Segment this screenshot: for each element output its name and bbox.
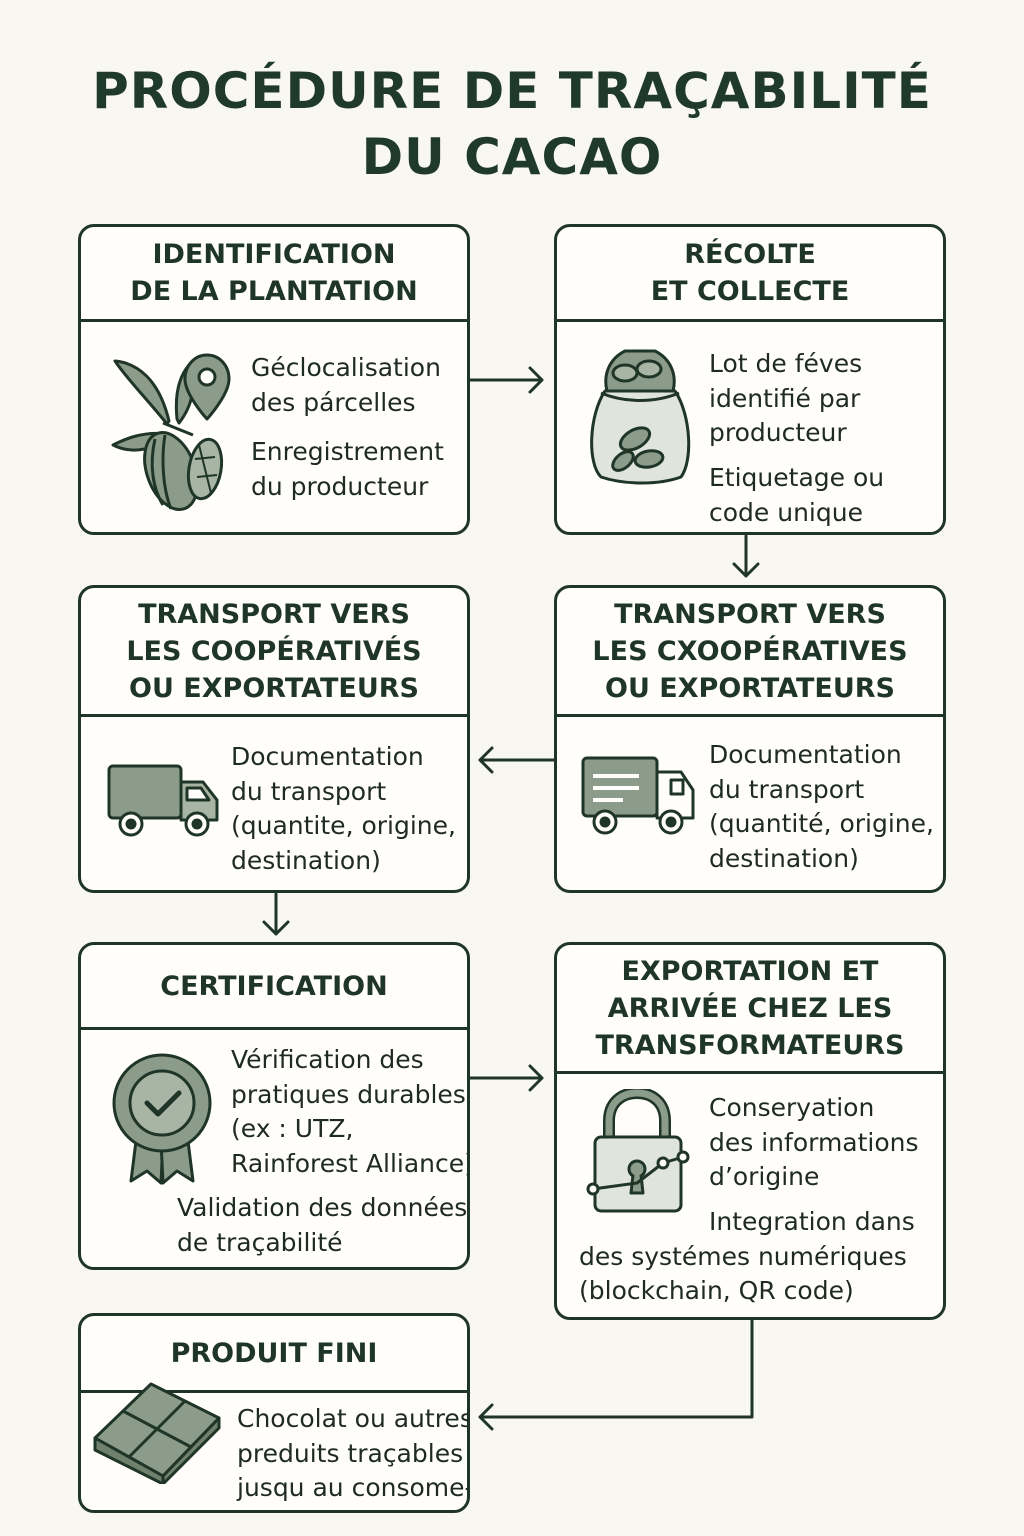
truck-icon (581, 756, 695, 835)
arrow-exportation-to-produit (478, 1318, 754, 1431)
step-text-secondary: Validation des données de traçabilité (177, 1193, 468, 1257)
step-heading: EXPORTATION ET ARRIVÉE CHEZ LES TRANSFOR… (557, 945, 943, 1074)
arrow-recolte-to-transport (732, 534, 760, 578)
arrow-transport-to-certification (262, 892, 290, 936)
step-text: Conseryation des informations d’origine (709, 1093, 919, 1191)
arrow-identification-to-recolte (468, 366, 544, 394)
step-heading: IDENTIFICATION DE LA PLANTATION (81, 227, 467, 322)
step-transport-right: TRANSPORT VERS LES CXOOPÉRATIVES OU EXPO… (554, 585, 946, 893)
step-heading: RÉCOLTE ET COLLECTE (557, 227, 943, 322)
padlock-network-icon (586, 1089, 690, 1213)
certificate-badge-icon (112, 1053, 212, 1185)
step-text-secondary: Integration dans des systémes numériques… (579, 1207, 915, 1305)
step-produit-fini: PRODUIT FINI Chocolat ou autres preduits… (78, 1313, 470, 1513)
step-heading: TRANSPORT VERS LES COOPÉRATIVÉS OU EXPOR… (81, 588, 467, 717)
step-certification: CERTIFICATION Vérification des pratiques… (78, 942, 470, 1270)
step-text-secondary: Enregistrement du producteur (251, 437, 444, 501)
arrow-certification-to-exportation (468, 1064, 544, 1092)
step-identification: IDENTIFICATION DE LA PLANTATION Géclocal… (78, 224, 470, 535)
cacao-pod-location-icon (111, 353, 231, 511)
step-text: Vérification des pratiques durables (ex … (231, 1045, 470, 1178)
step-text: Chocolat ou autres preduits traçables ju… (237, 1404, 470, 1502)
step-heading: TRANSPORT VERS LES CXOOPÉRATIVES OU EXPO… (557, 588, 943, 717)
step-heading: PRODUIT FINI (81, 1316, 467, 1393)
step-heading: CERTIFICATION (81, 945, 467, 1030)
page-title: PROCÉDURE DE TRAÇABILITÉ DU CACAO (92, 62, 932, 186)
step-text-secondary: Etiquetage ou code unique (709, 463, 885, 527)
step-transport-left: TRANSPORT VERS LES COOPÉRATIVÉS OU EXPOR… (78, 585, 470, 893)
step-text: Géclocalisation des párcelles (251, 353, 441, 417)
bean-sack-icon (590, 349, 691, 485)
truck-icon (107, 764, 219, 837)
step-text: Lot de féves identifié par producteur (709, 349, 863, 447)
step-text: Documentation du transport (quantité, or… (709, 740, 934, 873)
step-text: Documentation du transport (quantite, or… (231, 742, 456, 875)
arrow-transport-right-to-left (478, 746, 558, 774)
step-exportation: EXPORTATION ET ARRIVÉE CHEZ LES TRANSFOR… (554, 942, 946, 1320)
chocolate-bar-icon (93, 1382, 221, 1484)
step-recolte: RÉCOLTE ET COLLECTE Lot de féves identif… (554, 224, 946, 535)
